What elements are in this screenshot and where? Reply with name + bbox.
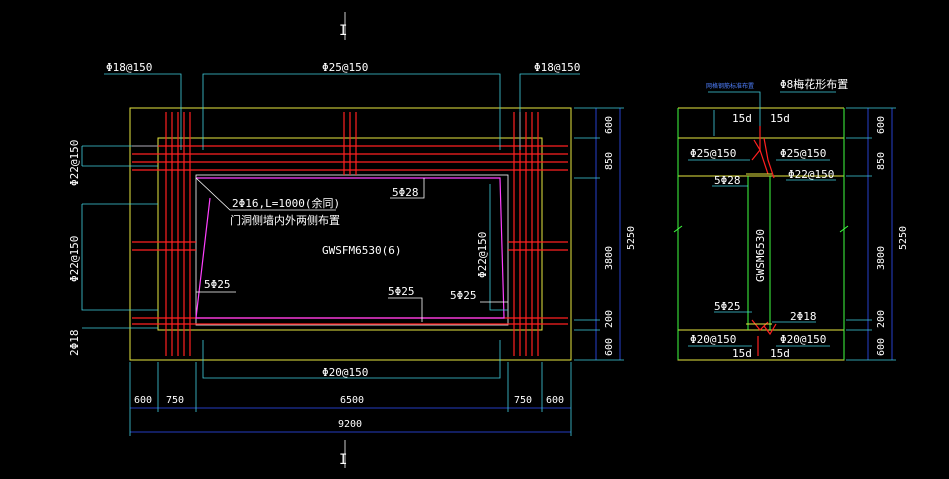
label-right-middle: Φ22@150	[476, 232, 489, 278]
rv-dim-2: 3800	[876, 246, 887, 270]
note-line1: 2Φ16,L=1000(余同)	[232, 196, 340, 210]
rv-dim-total: 5250	[898, 226, 909, 250]
outer-outline	[129, 107, 572, 361]
label-rv-left-d: Φ20@150	[690, 333, 736, 346]
label-top-small: 网格钢筋标准布置	[706, 82, 754, 90]
label-15d-tr: 15d	[770, 112, 790, 125]
label-inner-tr: 5Φ28	[392, 186, 419, 199]
component-name-left: GWSFM6530(6)	[322, 244, 401, 257]
label-rv-right-d: Φ20@150	[780, 333, 826, 346]
left-elevation-view: Φ18@150 Φ25@150 Φ18@150 Φ22@150 Φ22@150 …	[68, 61, 637, 436]
label-rv-left-a: Φ25@150	[690, 147, 736, 160]
label-rv-left-b: 5Φ28	[714, 174, 741, 187]
label-top-right: Φ18@150	[534, 61, 580, 74]
opening-stirrup	[195, 177, 505, 319]
label-top-right-view: Φ8梅花形布置	[780, 77, 848, 91]
dim-bottom-0: 600	[134, 395, 152, 406]
bottom-dimensions	[129, 362, 572, 436]
label-rv-right-a: Φ25@150	[780, 147, 826, 160]
label-top-center: Φ25@150	[322, 61, 368, 74]
dim-bottom-4: 600	[546, 395, 564, 406]
label-inner-bm: 5Φ25	[388, 285, 415, 298]
dim-bottom-3: 750	[514, 395, 532, 406]
leader-lines	[81, 73, 580, 379]
label-inner-br: 5Φ25	[450, 289, 477, 302]
rv-dim-4: 600	[876, 338, 887, 356]
label-15d-bl: 15d	[732, 347, 752, 360]
dim-bottom-1: 750	[166, 395, 184, 406]
dim-right-2: 3800	[604, 246, 615, 270]
label-bottom: Φ20@150	[322, 366, 368, 379]
dim-right-0: 600	[604, 116, 615, 134]
label-rv-right-c: 2Φ18	[790, 310, 817, 323]
component-name-right: GWSM6530	[754, 229, 767, 282]
rv-dim-3: 200	[876, 310, 887, 328]
note-line2: 门洞侧墙内外两侧布置	[230, 213, 340, 227]
dim-right-3: 200	[604, 310, 615, 328]
label-left-middle: Φ22@150	[68, 236, 81, 282]
section-mark-top: I	[339, 23, 347, 39]
right-dimensions	[574, 107, 624, 361]
label-rv-right-b: Φ22@150	[788, 168, 834, 181]
vertical-rebars	[165, 112, 539, 356]
dim-bottom-2: 6500	[340, 395, 364, 406]
section-view: 网格钢筋标准布置 Φ8梅花形布置 15d 15d Φ25@150 5Φ28 5Φ…	[673, 77, 909, 361]
label-top-left: Φ18@150	[106, 61, 152, 74]
label-15d-tl: 15d	[732, 112, 752, 125]
label-rv-left-c: 5Φ25	[714, 300, 741, 313]
section-mark-bottom: I	[339, 452, 347, 468]
label-left-upper: Φ22@150	[68, 140, 81, 186]
dim-right-1: 850	[604, 152, 615, 170]
dim-total-width: 9200	[338, 419, 362, 430]
dim-right-4: 600	[604, 338, 615, 356]
label-inner-bl: 5Φ25	[204, 278, 231, 291]
label-15d-br: 15d	[770, 347, 790, 360]
rv-dim-0: 600	[876, 116, 887, 134]
rv-dim-1: 850	[876, 152, 887, 170]
label-left-bottom: 2Φ18	[68, 330, 81, 357]
dim-total-height: 5250	[626, 226, 637, 250]
